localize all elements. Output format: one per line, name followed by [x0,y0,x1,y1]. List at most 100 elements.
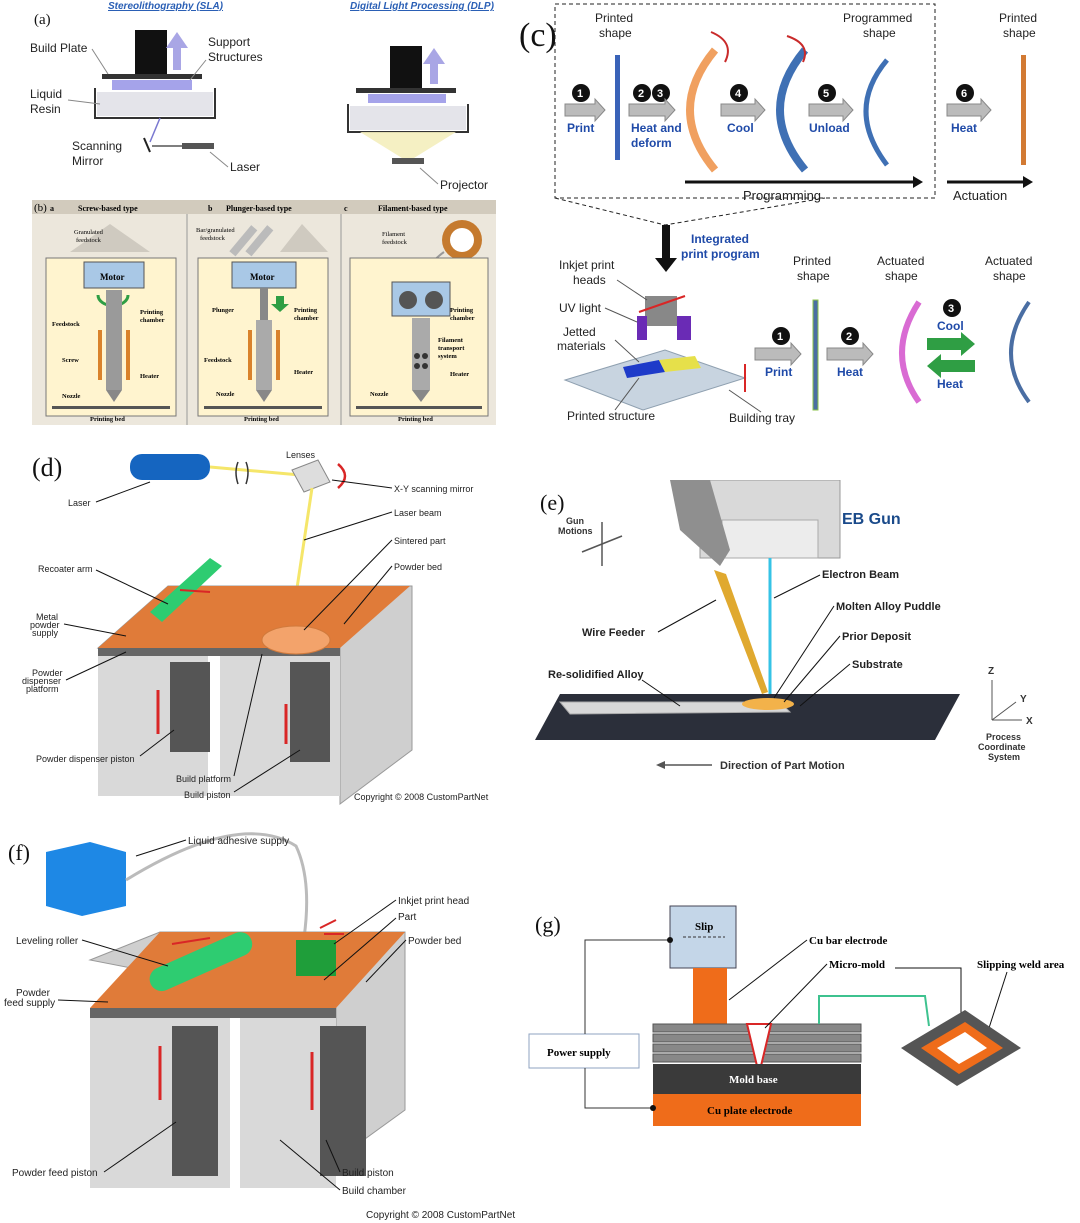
molten-puddle [742,698,794,710]
svg-text:1: 1 [577,88,583,100]
filament-hole-1 [414,353,420,359]
f-build-piston-pointer [325,1139,341,1173]
c-heat: Heat [951,121,977,135]
feed-piston [172,1026,218,1176]
inkjet-label: Inkjet print head [398,896,469,907]
wire-feeder-tip [714,570,768,694]
cooled-shape [776,47,809,173]
cu-plate [653,1094,861,1126]
jetted-pointer [614,339,640,363]
electron-beam-label: Electron Beam [822,569,899,581]
printing-a: Printing [140,309,164,316]
xy-mirror [291,459,331,493]
zoom-connector [818,995,930,1027]
nozzle-c: Nozzle [370,391,389,398]
build-piston-label: Build piston [184,790,231,800]
plunger-barrel [256,320,272,390]
panel-c-label: (c) [519,17,557,54]
c-print-label: Print [567,121,594,135]
step-c2-2: 2 [841,327,859,345]
plunger-nozzle [256,390,272,402]
c-cool: Cool [727,121,754,135]
heater-b: Heater [294,369,313,376]
metal-2: powder [30,620,60,630]
panel-b-header [32,200,496,214]
head-motion-arrow [638,295,686,313]
liquid-label-1: Liquid [30,87,62,101]
plunger-rod [260,288,268,322]
build-plate-pointer [91,48,109,75]
panel-d-diagram: (d) Lenses Laser X-Y scanning mirror Las… [22,450,489,805]
tray-pointer [728,389,762,413]
plunger-motor [231,261,297,289]
b-sub-a: a [50,204,54,213]
panel-c: (c) Printed shape Programmed shape Print… [515,0,1080,435]
leveling-pointer [81,939,169,967]
axis-x-label: X [1026,716,1033,727]
bar-1 [229,225,258,257]
printed-blue [623,360,665,378]
d-dispenser-piston [170,662,210,752]
bar-pile [280,224,328,252]
c-heat-and: Heat and [631,121,682,135]
cu-plate-label: Cu plate electrode [707,1105,792,1117]
projector-label: Projector [440,178,488,192]
chamber-b: chamber [294,315,319,322]
axis-z-label: Z [988,666,994,677]
eb-gun-label: EB Gun [842,511,901,528]
filament-label-2: feedstock [382,239,408,246]
panel-a-diagram: (a) Stereolithography (SLA) Digital Ligh… [30,1,495,192]
wire-node-bottom [650,1105,656,1111]
building-tray-label: Building tray [729,411,795,425]
substrate-pointer [799,663,851,707]
dlp-up-arrow [423,48,445,84]
bar-label-1: Bar/granulated [196,227,235,234]
mirror-label-2: Mirror [72,154,103,168]
lenses-label: Lenses [286,450,316,460]
feed-1: Powder [16,988,51,999]
inkjet-1: Inkjet print [559,258,615,272]
gun-motion-diagonal [581,535,623,553]
adhesive-pointer [135,839,187,857]
laser-beam-pointer [303,511,393,541]
wire-node-top [667,937,673,943]
integrated-2: print program [681,247,760,261]
arrow-c2-print [754,341,802,367]
mold-base-label: Mold base [729,1074,778,1086]
d-laser-body [130,454,210,480]
panel-f: (f) Liquid adhesive supply Inkjet print … [0,820,525,1223]
svg-text:5: 5 [823,88,829,100]
deform-arrow-1 [710,31,729,63]
panel-g: (g) Slip Mold base Cu plate electrode Po… [525,900,1080,1140]
printing-b: Printing [294,307,318,314]
support-label-2: Structures [208,50,263,64]
adhesive-label: Liquid adhesive supply [188,836,289,847]
dlp-projector [392,158,424,164]
panel-g-diagram: (g) Slip Mold base Cu plate electrode Po… [528,905,1065,1126]
build-platform-pointer [233,653,263,777]
dispenser-piston-pointer [139,729,175,757]
panel-d: (d) Lenses Laser X-Y scanning mirror Las… [0,440,520,810]
wire-feeder-arm [670,480,730,566]
part-pointer [323,917,397,981]
motor-label-b: Motor [250,272,275,282]
transport-2: transport [438,345,465,352]
heater-b-right [276,330,280,380]
actuated-3: Actuated [985,254,1032,268]
svg-text:2: 2 [638,88,644,100]
inkjet-pointer [616,279,648,301]
d-powder-bed-label: Powder bed [394,562,442,572]
build-chamber-label: Build chamber [342,1186,407,1197]
cu-bar-pointer [728,939,808,1001]
d-laser-beam-1 [209,465,301,477]
bar-label-2: feedstock [200,235,226,242]
cu-bar-label: Cu bar electrode [809,935,888,947]
bed-label-c: Printing bed [398,416,433,423]
recoater-pointer [95,569,169,605]
electron-beam-pointer [773,574,821,599]
c-unload: Unload [809,121,850,135]
panel-f-diagram: (f) Liquid adhesive supply Inkjet print … [4,832,515,1221]
projector-pointer [419,167,439,185]
screw-title: Screw-based type [78,204,138,213]
c-deform: deform [631,136,672,150]
